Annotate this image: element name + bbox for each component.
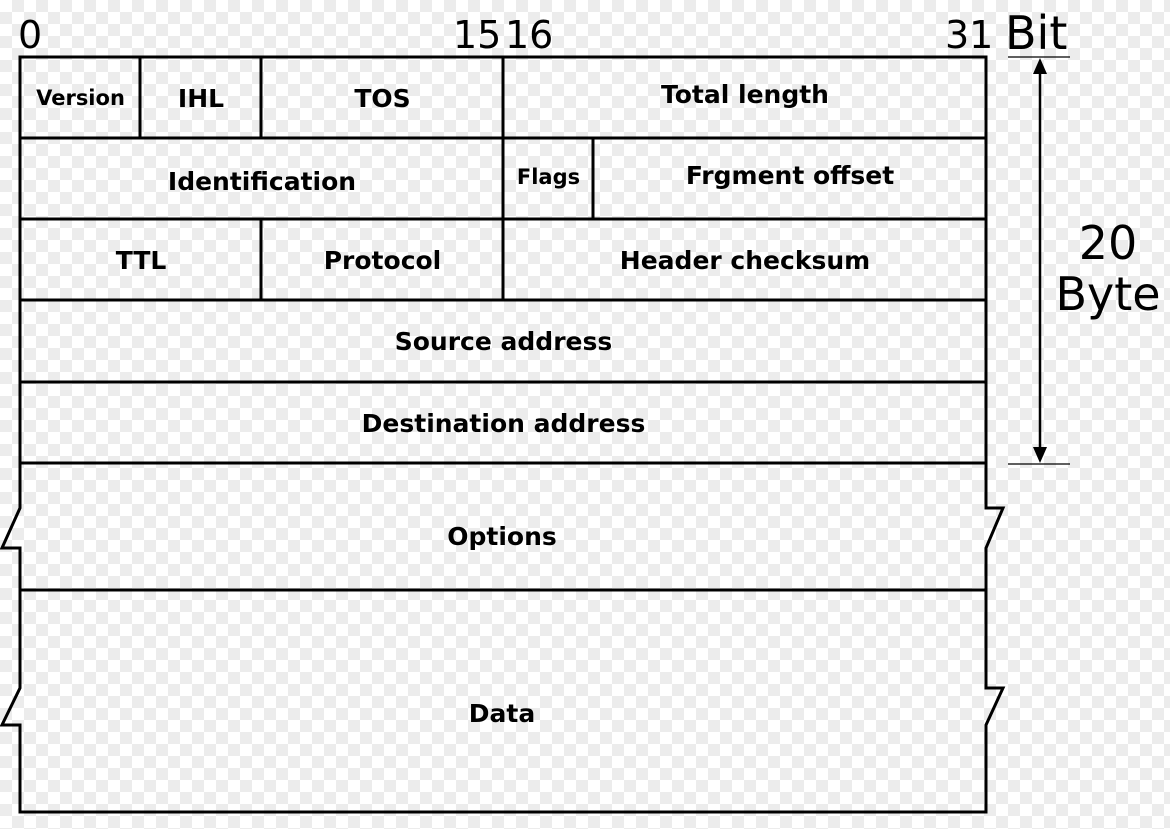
field-data: Data	[468, 698, 536, 728]
arrowhead-up	[1033, 58, 1047, 74]
right-border-with-breaks	[984, 55, 1006, 814]
field-tos: TOS	[354, 83, 411, 113]
size-dimension-arrow	[1008, 56, 1070, 465]
size-annotation: 20 Byte	[1046, 218, 1170, 319]
field-flags: Flags	[516, 165, 581, 189]
bit-label-16: 16	[505, 13, 554, 57]
size-value: 20	[1078, 216, 1138, 270]
bit-unit-label: Bit	[1005, 6, 1068, 60]
field-ttl: TTL	[115, 245, 167, 275]
field-destination-address: Destination address	[361, 408, 646, 438]
field-protocol: Protocol	[323, 245, 442, 275]
bit-label-15: 15	[453, 13, 502, 57]
size-unit: Byte	[1055, 266, 1161, 321]
field-identification: Identification	[167, 166, 357, 196]
field-ihl: IHL	[177, 83, 225, 113]
left-border-with-breaks	[0, 55, 22, 814]
arrowhead-down	[1033, 447, 1047, 463]
field-version: Version	[36, 86, 125, 110]
field-fragment-offset: Frgment offset	[685, 160, 895, 190]
bit-label-31: 31	[945, 13, 994, 57]
field-source-address: Source address	[394, 327, 613, 356]
field-options: Options	[447, 521, 557, 551]
field-total-length: Total length	[661, 79, 829, 109]
field-header-checksum: Header checksum	[619, 245, 871, 275]
bit-label-0: 0	[18, 13, 43, 57]
